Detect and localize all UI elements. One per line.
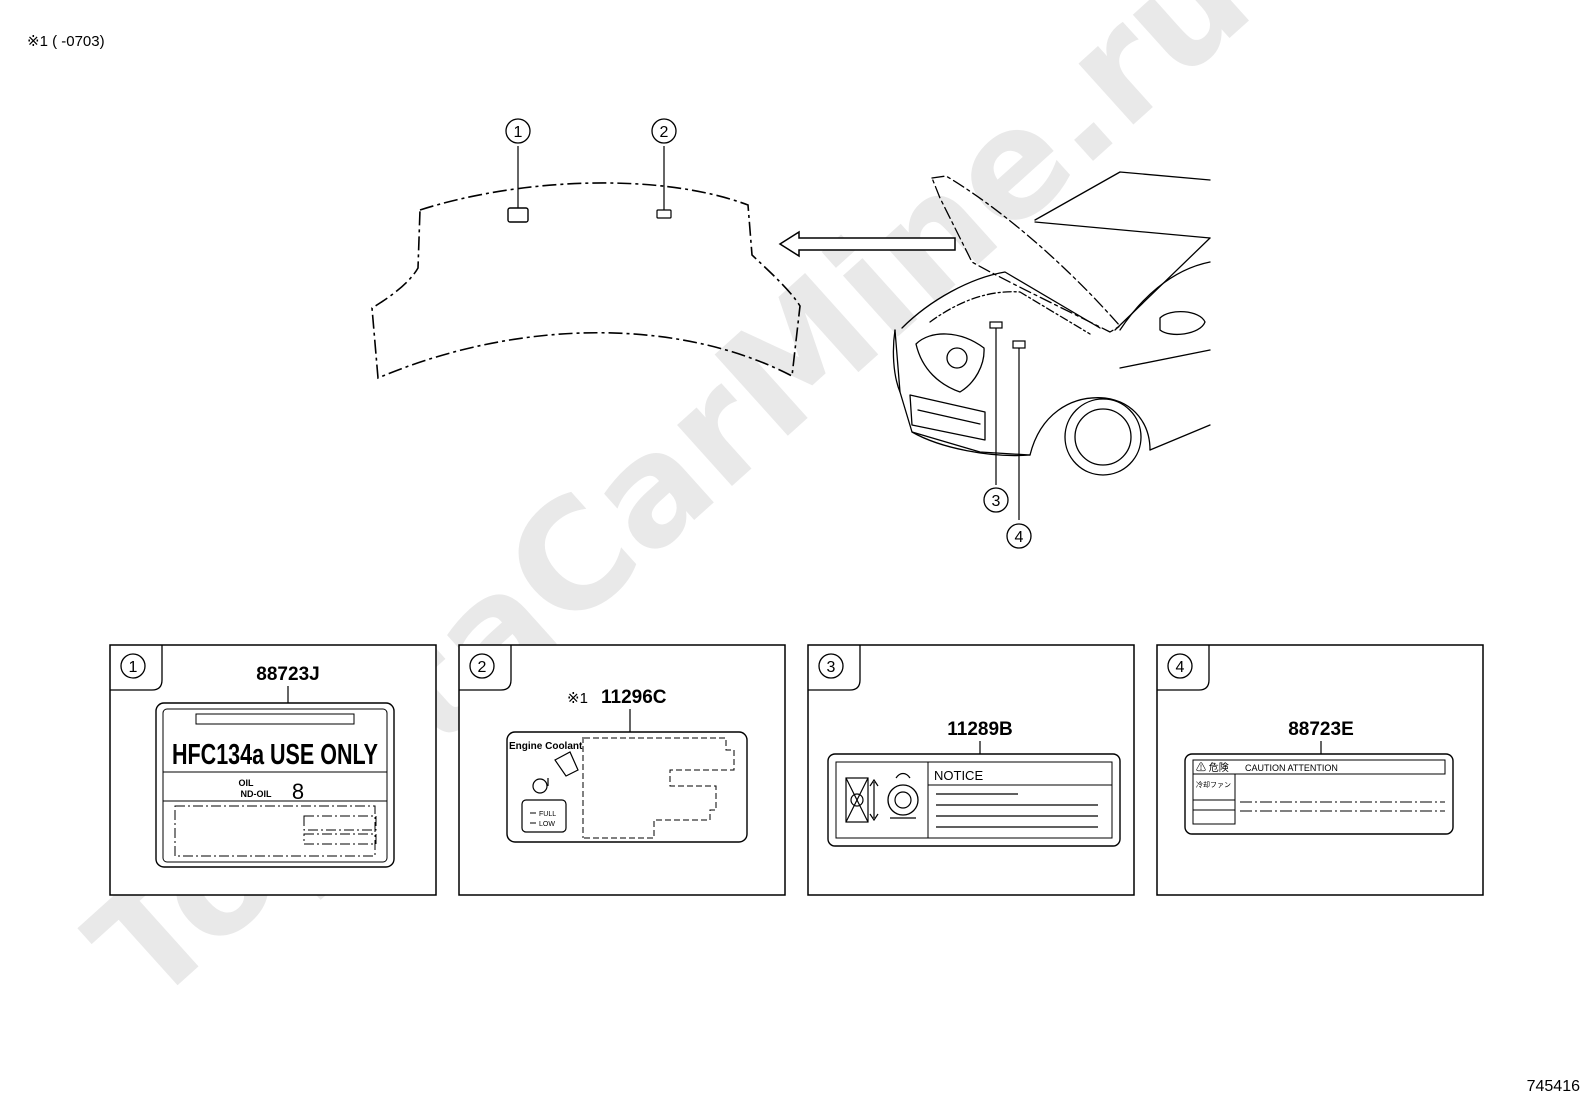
hood-outline — [371, 182, 801, 380]
svg-text:2: 2 — [660, 124, 669, 141]
callout-1: 1 — [505, 118, 531, 144]
hood-label-2-marker — [656, 209, 672, 219]
label-4-danger: ⚠ 危険 — [1196, 762, 1229, 774]
hood-label-1-marker — [507, 207, 529, 223]
label-4-row-label: 冷却ファン — [1196, 780, 1231, 789]
label-1-main-text: HFC134a USE ONLY — [172, 739, 378, 771]
label-1-oil-value: 8 — [292, 779, 304, 804]
panel-3: 3 11289B NOTICE — [807, 644, 1135, 896]
svg-text:3: 3 — [992, 493, 1001, 510]
label-1-nd-oil-text: ND-OIL — [241, 789, 272, 799]
panel-4: 4 88723E ⚠ 危険 CAUTION ATTENTION 冷却ファン — [1156, 644, 1484, 896]
panel-1: 1 88723J HFC134a USE ONLY OIL ND-OIL 8 — [109, 644, 437, 896]
panel-3-part-number: 11289B — [947, 719, 1013, 740]
panel-1-index: 1 — [129, 659, 138, 676]
svg-text:4: 4 — [1015, 529, 1024, 546]
panel-2-index: 2 — [478, 659, 487, 676]
panel-4-part-number: 88723E — [1288, 719, 1354, 740]
figure-number: 745416 — [1527, 1078, 1580, 1095]
label-4-title: CAUTION ATTENTION — [1245, 763, 1338, 773]
label-2-title: Engine Coolant — [509, 741, 583, 752]
callout-4: 4 — [1006, 523, 1032, 549]
label-3-title: NOTICE — [934, 768, 983, 783]
callout-3: 3 — [983, 487, 1009, 513]
direction-arrow — [778, 230, 956, 258]
panel-3-index: 3 — [827, 659, 836, 676]
label-2-low: LOW — [539, 821, 555, 828]
panel-2-part-number: 11296C — [601, 687, 667, 708]
label-1-oil-text: OIL — [239, 778, 255, 788]
panel-2: 2 ※1 11296C Engine Coolant FULL LOW — [458, 644, 786, 896]
svg-text:1: 1 — [514, 124, 523, 141]
panel-4-index: 4 — [1176, 659, 1185, 676]
header-note: ※1 ( -0703) — [27, 33, 105, 50]
panel-1-part-number: 88723J — [256, 664, 319, 685]
label-2-full: FULL — [539, 811, 556, 818]
bay-label-3-marker — [989, 321, 1003, 329]
car-illustration — [892, 171, 1211, 476]
callout-2: 2 — [651, 118, 677, 144]
bay-label-4-marker — [1012, 340, 1026, 349]
panel-2-part-prefix: ※1 — [567, 690, 588, 707]
